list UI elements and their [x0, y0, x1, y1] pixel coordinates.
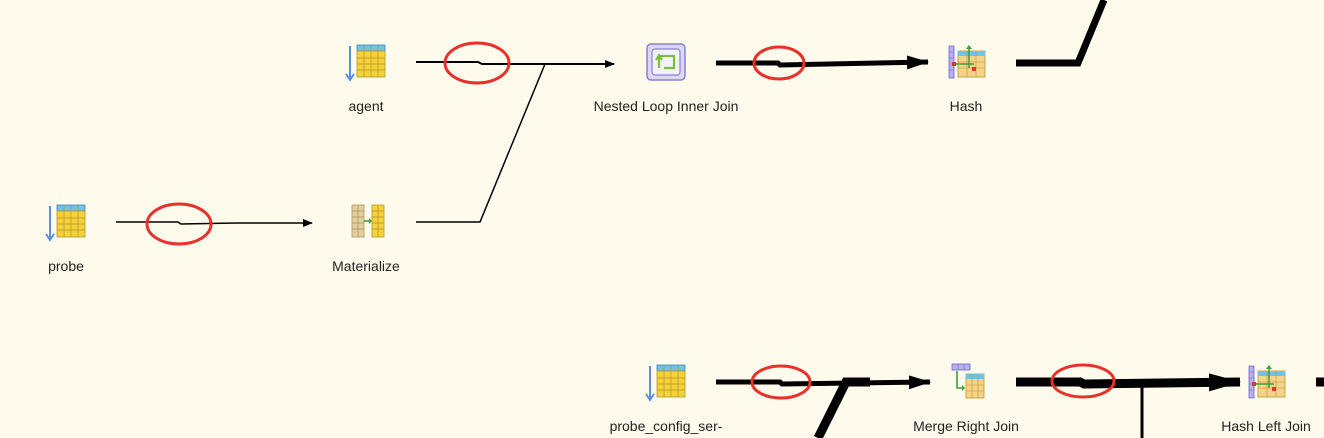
node-probe[interactable]: probe [0, 202, 146, 275]
edge-materialize-nestedloop[interactable] [416, 63, 546, 223]
highlight-ellipse [752, 45, 806, 81]
highlight-ellipse [1050, 363, 1116, 399]
edges [116, 0, 1324, 438]
node-label: Hash Left Join [1221, 418, 1311, 434]
node-label: agent [348, 98, 384, 114]
highlight-ellipse [145, 202, 213, 246]
edge-probe-materialize[interactable] [116, 219, 313, 227]
table-scan-icon [345, 44, 386, 82]
node-probe-config[interactable]: probe_config_ser- [586, 362, 746, 435]
node-hash-left-join[interactable]: Hash Left Join [1186, 362, 1324, 435]
node-label: Merge Right Join [913, 418, 1019, 434]
highlights [145, 41, 1116, 400]
node-label: Hash [949, 98, 983, 114]
node-label: Nested Loop Inner Join [593, 98, 739, 114]
node-materialize[interactable]: Materialize [286, 202, 446, 275]
node-nested-loop-inner-join[interactable]: Nested Loop Inner Join [586, 42, 746, 115]
node-label: Materialize [332, 258, 400, 274]
node-agent[interactable]: agent [286, 42, 446, 115]
materialize-icon [351, 204, 385, 238]
edge-hash-parent[interactable] [1016, 0, 1108, 67]
nested-loop-icon [646, 43, 686, 81]
node-label: probe [48, 258, 84, 274]
highlight-ellipse [443, 41, 511, 85]
node-hash[interactable]: Hash [886, 42, 1046, 115]
merge-join-icon [951, 363, 985, 399]
node-merge-right-join[interactable]: Merge Right Join [886, 362, 1046, 435]
edge-agent-nestedloop[interactable] [416, 60, 615, 68]
table-scan-icon [645, 364, 686, 402]
hash-icon [948, 45, 986, 79]
edge-mergeright-hashleft[interactable] [1016, 373, 1241, 392]
edge-nestedloop-hash[interactable] [716, 55, 929, 70]
table-scan-icon [45, 204, 86, 242]
edge-lower-input-mergeright[interactable] [813, 377, 870, 438]
highlight-ellipse [750, 364, 812, 400]
node-label: probe_config_ser- [609, 418, 723, 434]
hash-join-icon [1248, 365, 1286, 399]
